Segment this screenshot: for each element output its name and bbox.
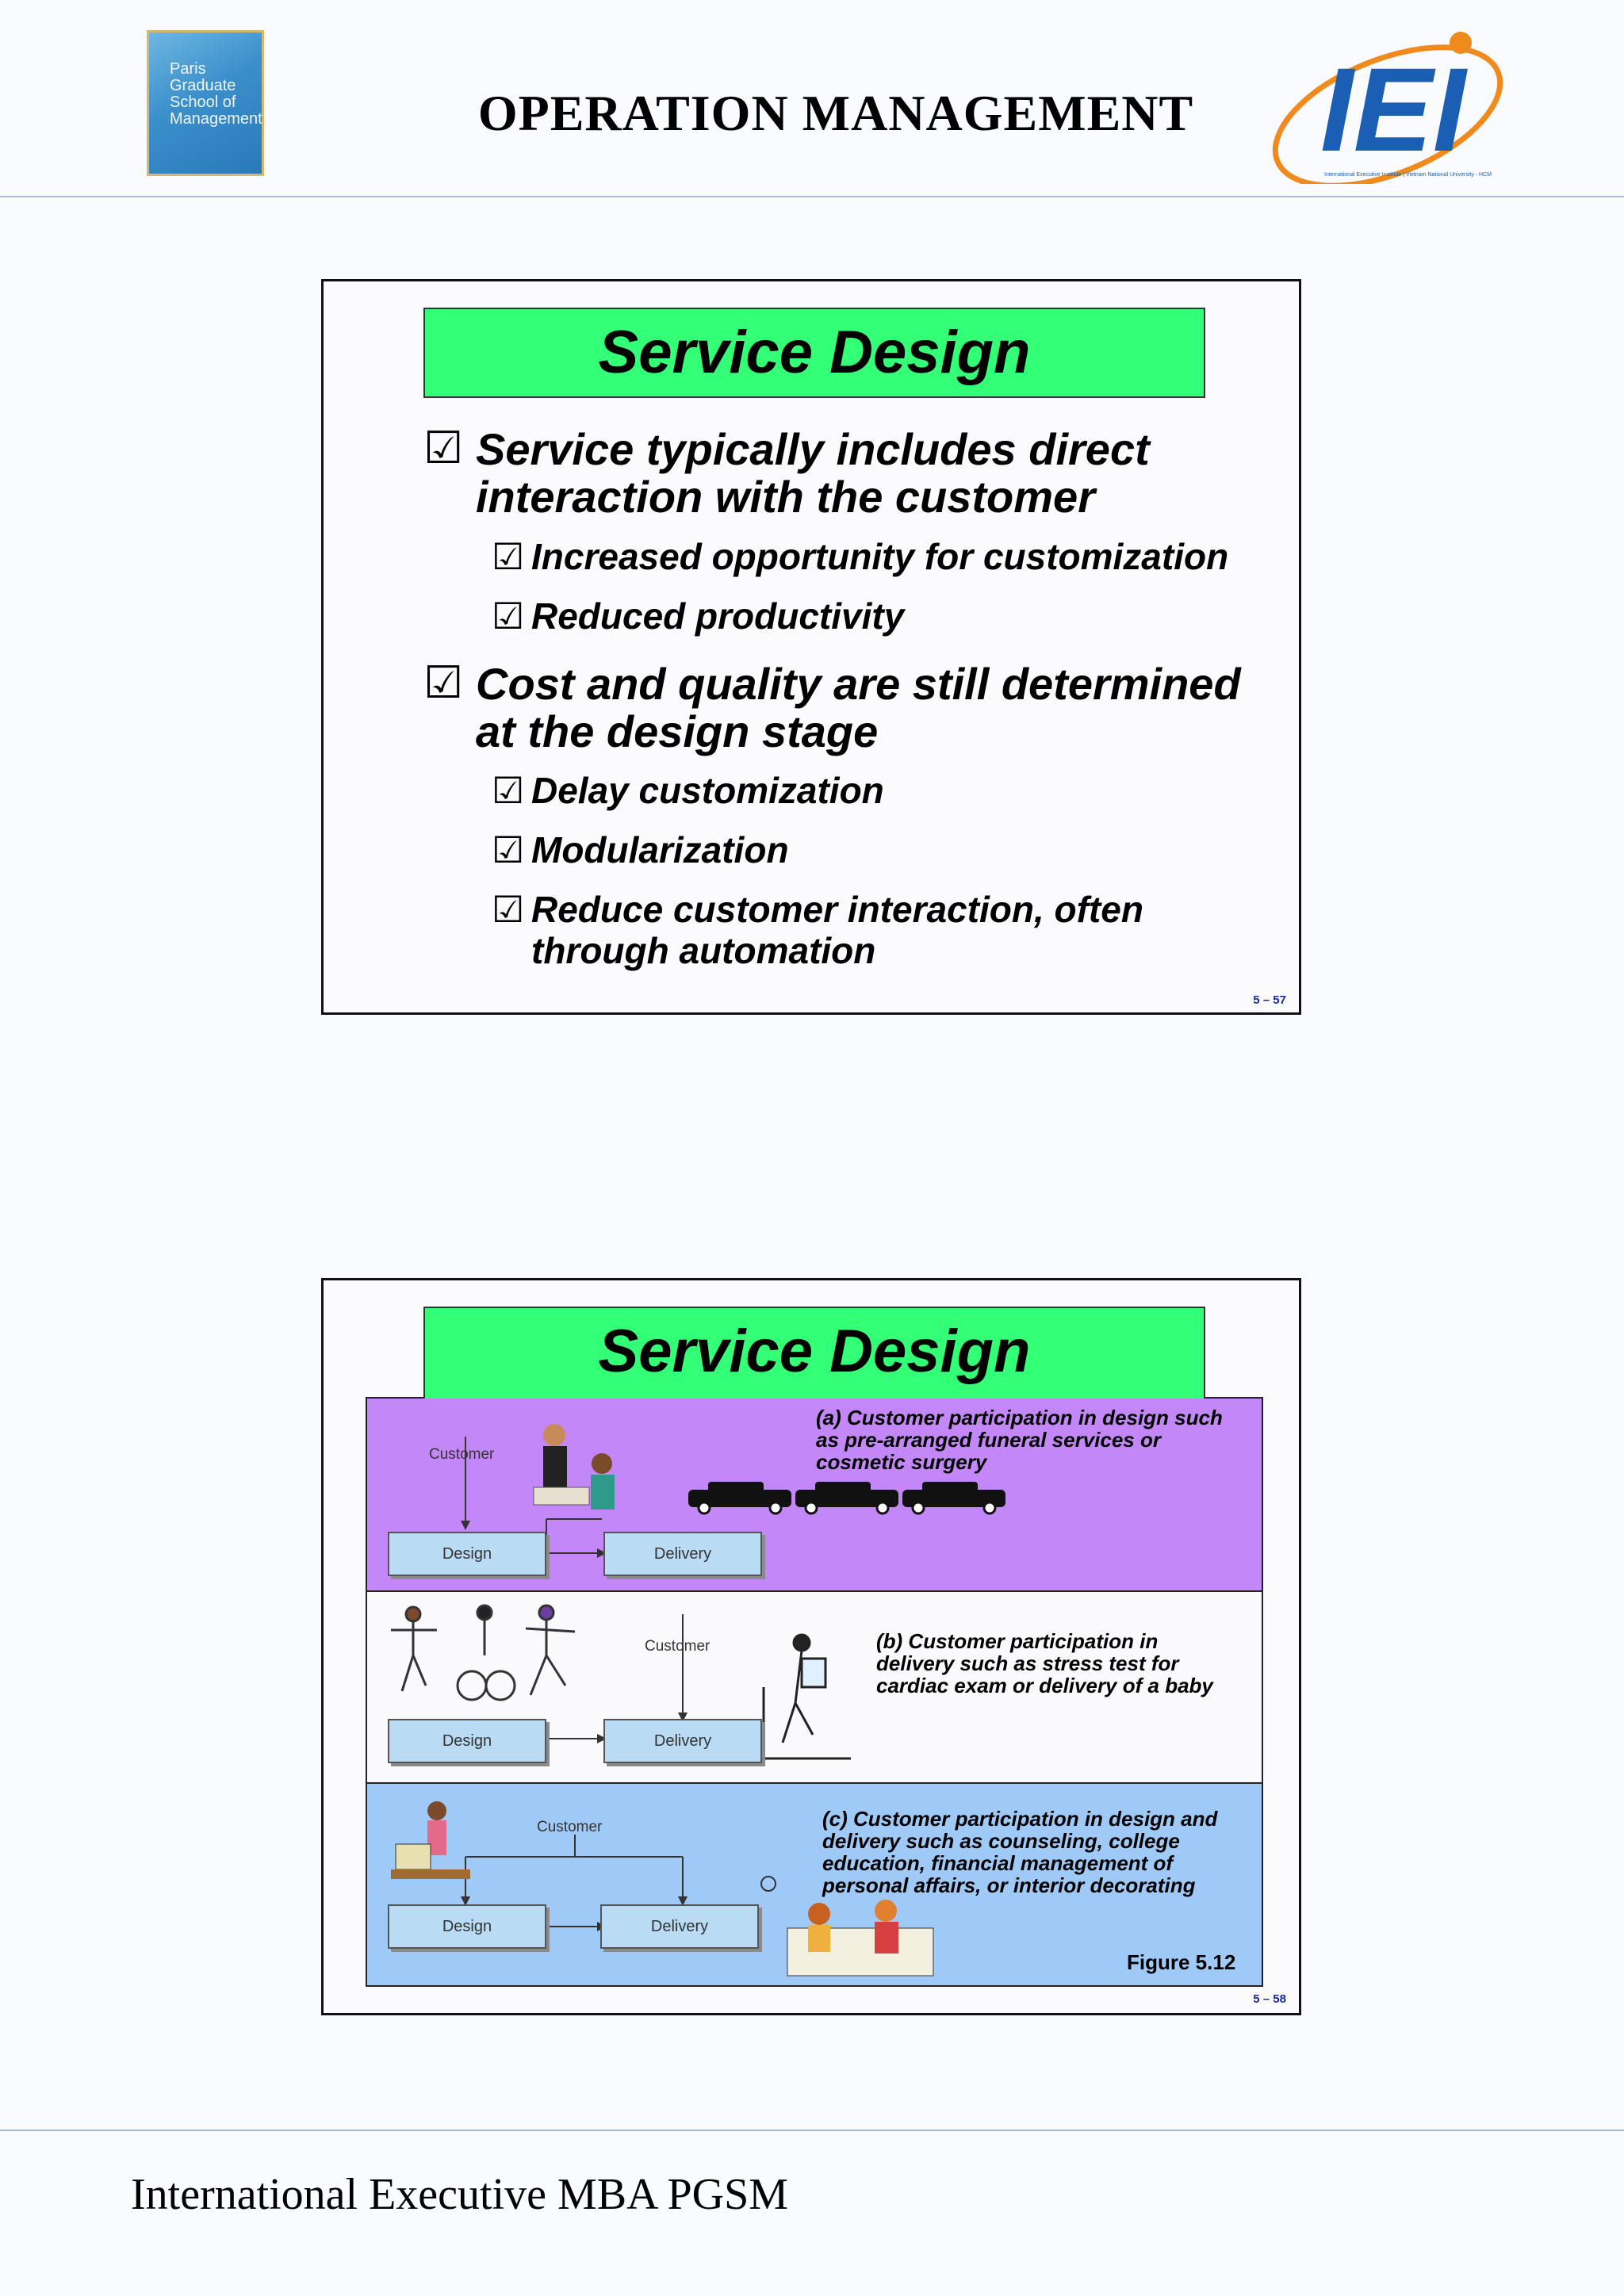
slide-number: 5 – 58 <box>1253 1992 1286 2006</box>
logo-line: Graduate <box>170 77 236 94</box>
slide-title: Service Design <box>423 1307 1205 1399</box>
iei-logo: IEI International Executive Institute | … <box>1261 17 1530 189</box>
sub-bullet: ☑ Reduce customer interaction, often thr… <box>492 889 1253 971</box>
footer-rule <box>0 2130 1624 2131</box>
iei-logo-text: IEI <box>1320 43 1469 176</box>
checkbox-icon: ☑ <box>492 889 525 930</box>
panel-caption: (a) Customer participation in design suc… <box>816 1406 1223 1474</box>
bullet-1: ☑ Service typically includes direct inte… <box>423 424 1251 522</box>
panel-caption: (c) Customer participation in design and… <box>822 1807 1218 1897</box>
design-box: Design <box>388 1719 546 1763</box>
checkbox-icon: ☑ <box>492 829 525 871</box>
flow-connectors <box>391 1604 851 1760</box>
logo-line: Paris <box>170 60 206 78</box>
figure-panel-b: Customer Design Delivery (b) Customer pa… <box>366 1592 1263 1784</box>
exercisers-illustration <box>391 1604 576 1701</box>
limousines-illustration <box>688 1482 1005 1515</box>
delivery-box: Delivery <box>603 1532 762 1576</box>
sub-bullet-text: Reduce customer interaction, often throu… <box>531 889 1143 971</box>
footer-text: International Executive MBA PGSM <box>131 2170 789 2219</box>
pgsm-logo: Paris Graduate School of Management <box>147 30 264 176</box>
figure-panel-a: Customer Design Delivery (a) Customer pa… <box>366 1397 1263 1592</box>
sub-bullet: ☑ Modularization <box>492 829 1253 871</box>
flow-connectors <box>461 1424 1005 1558</box>
bullet-2: ☑ Cost and quality are still determined … <box>423 659 1267 756</box>
sub-bullet-text: Delay customization <box>531 770 884 811</box>
bullet-text: Cost and quality are still determined at… <box>476 659 1241 756</box>
customer-label: Customer <box>537 1819 603 1835</box>
checkbox-icon: ☑ <box>423 657 464 707</box>
slide-57: Service Design ☑ Service typically inclu… <box>321 279 1301 1015</box>
document-title: OPERATION MANAGEMENT <box>477 85 1194 141</box>
customer-label: Customer <box>645 1638 710 1655</box>
design-box: Design <box>388 1532 546 1576</box>
treadmill-illustration <box>748 1633 851 1760</box>
delivery-box: Delivery <box>600 1904 759 1949</box>
student-illustration <box>391 1801 470 1879</box>
flow-connectors <box>391 1801 934 1976</box>
sub-bullet: ☑ Reduced productivity <box>492 595 1253 637</box>
slide-number: 5 – 57 <box>1253 993 1286 1007</box>
figure-label: Figure 5.12 <box>1127 1950 1236 1974</box>
sub-bullet-text: Modularization <box>531 829 789 871</box>
header-rule <box>0 196 1624 197</box>
slide-58: Service Design <box>321 1278 1301 2015</box>
consultation-illustration <box>533 1424 615 1510</box>
panel-caption: (b) Customer participation in delivery s… <box>876 1629 1213 1697</box>
checkbox-icon: ☑ <box>423 423 464 473</box>
sub-bullet-text: Reduced productivity <box>531 595 905 637</box>
sub-bullet: ☑ Delay customization <box>492 770 1253 811</box>
checkbox-icon: ☑ <box>492 536 525 577</box>
checkbox-icon: ☑ <box>492 770 525 811</box>
customer-label: Customer <box>429 1446 495 1463</box>
counseling-illustration <box>760 1876 934 1976</box>
checkbox-icon: ☑ <box>492 595 525 637</box>
logo-line: School of <box>170 94 236 111</box>
slide-title: Service Design <box>423 308 1205 398</box>
sub-bullet: ☑ Increased opportunity for customizatio… <box>492 536 1253 577</box>
design-box: Design <box>388 1904 546 1949</box>
iei-logo-tagline: International Executive Institute | Viet… <box>1324 172 1492 178</box>
sub-bullet-text: Increased opportunity for customization <box>531 536 1229 577</box>
bullet-text: Service typically includes direct intera… <box>476 424 1150 522</box>
delivery-box: Delivery <box>603 1719 762 1763</box>
figure-panel-c: Customer Design Delivery (c) Customer pa… <box>366 1784 1263 1987</box>
logo-line: Management <box>170 110 262 128</box>
